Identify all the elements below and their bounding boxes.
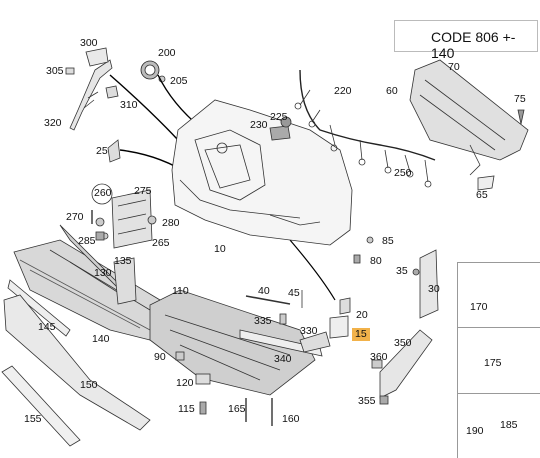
label-190: 190 bbox=[466, 425, 484, 437]
label-170: 170 bbox=[470, 301, 488, 313]
part-90-clip bbox=[175, 351, 185, 361]
inset-divider bbox=[458, 327, 540, 328]
label-120: 120 bbox=[176, 377, 194, 389]
label-360: 360 bbox=[370, 351, 388, 363]
inset-divider bbox=[458, 393, 540, 394]
label-335: 335 bbox=[254, 315, 272, 327]
label-305: 305 bbox=[46, 65, 64, 77]
part-350-bracket bbox=[379, 329, 433, 399]
label-355: 355 bbox=[358, 395, 376, 407]
label-330: 330 bbox=[300, 325, 318, 337]
part-80-bolt bbox=[353, 254, 361, 264]
label-65: 65 bbox=[476, 189, 488, 201]
label-265: 265 bbox=[152, 237, 170, 249]
part-285-bolt bbox=[95, 231, 105, 241]
label-10: 10 bbox=[214, 243, 226, 255]
part-30-bracket bbox=[419, 249, 439, 319]
label-90: 90 bbox=[154, 351, 166, 363]
part-330-trim bbox=[239, 329, 323, 357]
label-200: 200 bbox=[158, 47, 176, 59]
part-75-bolt bbox=[517, 109, 525, 125]
part-320-bracket bbox=[69, 59, 113, 131]
label-155: 155 bbox=[24, 413, 42, 425]
label-15: 15 bbox=[352, 328, 370, 341]
label-230: 230 bbox=[250, 119, 268, 131]
label-75: 75 bbox=[514, 93, 526, 105]
part-300-clip bbox=[85, 47, 109, 67]
part-15-cover bbox=[329, 315, 349, 339]
part-60-reinforcement bbox=[409, 59, 529, 161]
part-110-undertray bbox=[149, 289, 316, 396]
label-285: 285 bbox=[78, 235, 96, 247]
label-220: 220 bbox=[334, 85, 352, 97]
label-130: 130 bbox=[94, 267, 112, 279]
label-115: 115 bbox=[178, 403, 195, 415]
label-60: 60 bbox=[386, 85, 398, 97]
inset-panel bbox=[457, 262, 540, 458]
label-225: 225 bbox=[270, 111, 288, 123]
label-270: 270 bbox=[66, 211, 84, 223]
part-360-clip bbox=[371, 359, 383, 369]
label-80: 80 bbox=[370, 255, 382, 267]
part-85-clip bbox=[366, 236, 374, 244]
label-40: 40 bbox=[258, 285, 270, 297]
label-135: 135 bbox=[114, 255, 132, 267]
label-110: 110 bbox=[172, 285, 189, 297]
label-250: 250 bbox=[394, 167, 412, 179]
label-175: 175 bbox=[484, 357, 502, 369]
label-340: 340 bbox=[274, 353, 292, 365]
part-40-strip bbox=[245, 295, 291, 305]
code-box: CODE 806 +- 140 bbox=[394, 20, 538, 61]
label-310: 310 bbox=[120, 99, 138, 111]
label-30: 30 bbox=[428, 283, 440, 295]
label-320: 320 bbox=[44, 117, 62, 129]
part-275-plate bbox=[111, 189, 153, 249]
label-185: 185 bbox=[500, 419, 518, 431]
part-150-spoiler bbox=[3, 294, 151, 431]
label-70: 70 bbox=[448, 61, 460, 73]
label-205: 205 bbox=[170, 75, 188, 87]
label-165: 165 bbox=[228, 403, 246, 415]
part-305-bolt bbox=[65, 67, 75, 75]
part-115-bolt bbox=[199, 401, 207, 415]
part-120-clip bbox=[195, 373, 211, 385]
part-230-sensor bbox=[269, 125, 291, 141]
label-25: 25 bbox=[96, 145, 108, 157]
code-text: CODE 806 +- 140 bbox=[431, 29, 516, 61]
label-35: 35 bbox=[396, 265, 408, 277]
label-140: 140 bbox=[92, 333, 110, 345]
part-25-clip bbox=[107, 139, 121, 163]
part-135-bracket bbox=[113, 257, 137, 305]
part-155-strip bbox=[1, 365, 81, 447]
label-280: 280 bbox=[162, 217, 180, 229]
part-310-clip bbox=[105, 85, 119, 99]
label-260: 260 bbox=[94, 187, 112, 199]
part-340-trim bbox=[299, 331, 331, 353]
part-65-clip bbox=[477, 175, 495, 191]
part-145-strip bbox=[7, 279, 71, 337]
label-45: 45 bbox=[288, 287, 300, 299]
part-20-bracket bbox=[339, 297, 351, 315]
label-275: 275 bbox=[134, 185, 152, 197]
label-145: 145 bbox=[38, 321, 56, 333]
part-10-bumper bbox=[171, 99, 353, 246]
label-300: 300 bbox=[80, 37, 98, 49]
part-335-clip bbox=[279, 313, 287, 325]
label-85: 85 bbox=[382, 235, 394, 247]
label-150: 150 bbox=[80, 379, 98, 391]
label-20: 20 bbox=[356, 309, 368, 321]
label-160: 160 bbox=[282, 413, 300, 425]
part-220-harness bbox=[299, 69, 436, 161]
label-350: 350 bbox=[394, 337, 412, 349]
part-355-bolt bbox=[379, 395, 389, 405]
